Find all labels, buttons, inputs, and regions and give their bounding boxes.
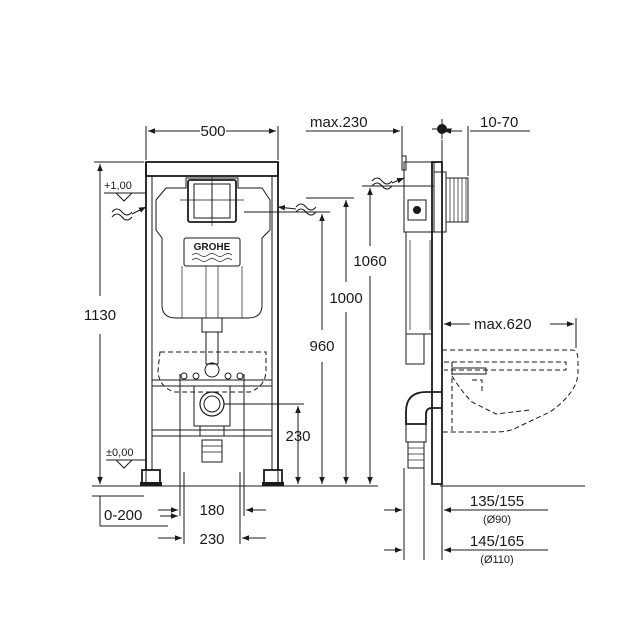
d1-label: 135/155 <box>470 493 524 510</box>
w230-label: 230 <box>199 531 224 548</box>
frame-side-profile <box>401 155 469 485</box>
dim-height-1130: 1130 <box>84 161 144 484</box>
h230-label: 230 <box>285 428 310 445</box>
drain-pipe-side <box>403 391 442 560</box>
max620-label: max.620 <box>474 316 532 333</box>
dim-height-1060: 1060 <box>353 185 412 484</box>
h960-label: 960 <box>309 338 334 355</box>
cistern: GROHE <box>155 176 271 378</box>
dim-width-500: 500 <box>145 123 279 160</box>
frame <box>140 161 284 486</box>
dim-drain-height-230: 230 <box>224 403 311 484</box>
dim-width-180: 180 <box>158 374 266 519</box>
d2-sub-label: (Ø110) <box>480 554 513 566</box>
front-view: GROHE <box>84 123 412 548</box>
r1070-label: 10-70 <box>480 114 518 131</box>
dim-offset-0-200: 0-200 <box>92 495 178 527</box>
drain-pipe-front <box>193 385 231 463</box>
offset-label: 0-200 <box>104 507 142 524</box>
level-top-label: +1,00 <box>104 180 132 192</box>
wc-outline-front <box>157 351 267 393</box>
dim-max-230: max.230 <box>306 114 462 156</box>
wall-axis-marker <box>432 119 452 139</box>
d1-sub-label: (Ø90) <box>483 514 511 526</box>
water-supply-symbol-front <box>111 203 317 221</box>
brand-logo: GROHE <box>194 242 231 253</box>
max230-label: max.230 <box>310 114 368 131</box>
level-bottom-label: ±0,00 <box>106 447 133 459</box>
width-500-label: 500 <box>200 123 225 140</box>
d2-label: 145/165 <box>470 533 524 550</box>
dim-width-230: 230 <box>158 472 266 548</box>
h1060-label: 1060 <box>353 253 386 270</box>
h1000-label: 1000 <box>329 290 362 307</box>
level-top-marker: +1,00 <box>104 180 146 202</box>
water-supply-symbol-side <box>371 177 405 190</box>
level-bottom-marker: ±0,00 <box>106 447 146 469</box>
dim-height-1000: 1000 <box>306 197 363 484</box>
w180-label: 180 <box>199 502 224 519</box>
dim-max-620: max.620 <box>444 313 577 348</box>
dim-145-165: 145/165 (Ø110) <box>384 533 548 566</box>
height-1130-label: 1130 <box>84 307 116 324</box>
mounting-bolts <box>180 372 244 380</box>
dim-135-155: 135/155 (Ø90) <box>384 486 548 560</box>
dim-height-960: 960 <box>244 211 335 484</box>
side-view: max.230 10-70 max.620 135/155 (Ø90) <box>306 114 585 566</box>
wc-outline-side <box>442 349 579 433</box>
dim-10-70: 10-70 <box>467 114 530 176</box>
